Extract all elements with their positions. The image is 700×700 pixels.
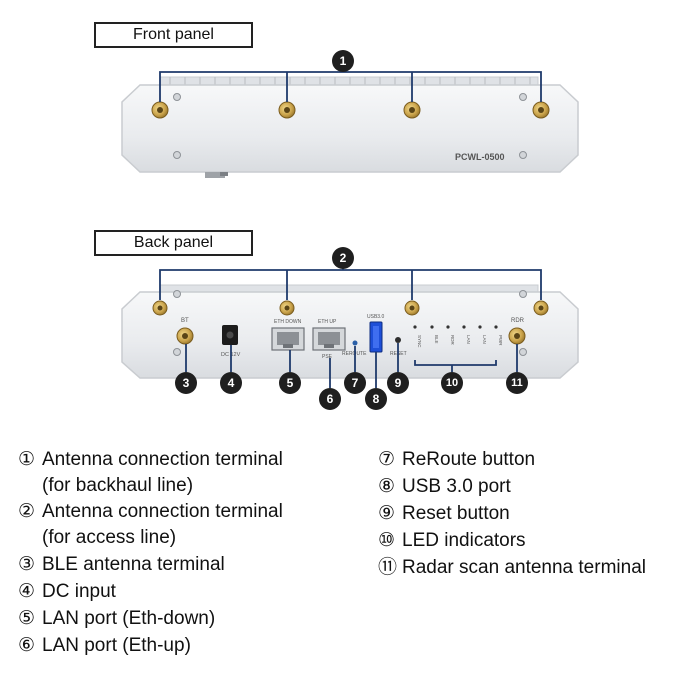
legend-item: (for access line) <box>18 526 176 550</box>
legend-item: ⑧ USB 3.0 port <box>378 475 511 499</box>
legend-item: ② Antenna connection terminal <box>18 500 283 524</box>
legend-item: ④ DC input <box>18 580 116 604</box>
legend-text: LAN port (Eth-down) <box>42 608 216 629</box>
legend-item: ⑤ LAN port (Eth-down) <box>18 607 215 631</box>
usb-port <box>369 321 383 353</box>
eth-up-port <box>312 327 346 351</box>
ble-antenna-connector <box>176 327 194 345</box>
bt-port-label: BT <box>181 318 189 324</box>
legend-text: BLE antenna terminal <box>42 554 225 575</box>
led-label: SYNC <box>417 335 422 348</box>
legend-number: ⑦ <box>378 449 396 470</box>
front-panel-chassis <box>121 76 579 178</box>
callout-5: 5 <box>279 372 301 394</box>
back-panel-label: Back panel <box>94 230 253 256</box>
legend-item: ① Antenna connection terminal <box>18 448 283 472</box>
callout-2: 2 <box>332 247 354 269</box>
legend-text: LAN port (Eth-up) <box>42 635 191 656</box>
legend-item: ⑥ LAN port (Eth-up) <box>18 634 191 658</box>
led-labels: SYNC BLE RDR LAN LAN PWR <box>417 335 503 348</box>
callout-1: 1 <box>332 50 354 72</box>
eth-down-label: ETH DOWN <box>274 319 302 325</box>
legend-number: ⑪ <box>378 557 398 578</box>
legend-item: ⑦ ReRoute button <box>378 448 535 472</box>
legend-text: ReRoute button <box>402 449 536 470</box>
legend-number: ① <box>18 449 36 470</box>
callout-9: 9 <box>387 372 409 394</box>
led-label: BLE <box>434 335 439 344</box>
back-callout-lines <box>159 262 542 388</box>
legend-text: DC input <box>42 581 116 602</box>
reroute-button-dot <box>352 340 358 346</box>
radar-antenna-connector <box>508 327 526 345</box>
legend-text: (for backhaul line) <box>42 475 194 496</box>
legend-number: ④ <box>18 581 36 602</box>
rdr-port-label: RDR <box>511 318 525 324</box>
dc-jack <box>222 325 238 345</box>
back-antenna-connectors <box>152 300 549 316</box>
led-label: LAN <box>482 335 487 344</box>
callout-3: 3 <box>175 372 197 394</box>
usb-label: USB3.0 <box>367 314 384 320</box>
led-indicators <box>413 325 498 329</box>
legend-item: ③ BLE antenna terminal <box>18 553 225 577</box>
legend-number: ③ <box>18 554 36 575</box>
front-panel-label: Front panel <box>94 22 253 48</box>
poe-label: PSE <box>322 354 333 360</box>
callout-7: 7 <box>344 372 366 394</box>
back-panel-chassis <box>121 284 579 379</box>
callout-6: 6 <box>319 388 341 410</box>
legend-item: ⑩ LED indicators <box>378 529 526 553</box>
led-label: LAN <box>466 335 471 344</box>
front-model-label: PCWL-0500 <box>455 152 505 162</box>
legend-text: Antenna connection terminal <box>42 449 283 470</box>
front-antenna-connectors <box>151 101 550 119</box>
callout-10: 10 <box>441 372 463 394</box>
legend-number: ⑨ <box>378 503 396 524</box>
eth-down-port <box>271 327 305 351</box>
legend-item: (for backhaul line) <box>18 474 193 498</box>
legend-text: LED indicators <box>402 530 526 551</box>
legend-text: Radar scan antenna terminal <box>402 557 646 578</box>
legend-number: ⑧ <box>378 476 396 497</box>
callout-4: 4 <box>220 372 242 394</box>
legend-number: ⑩ <box>378 530 396 551</box>
reset-button-dot <box>395 337 401 343</box>
led-label: RDR <box>450 335 455 345</box>
device-illustration: PCWL-0500 <box>121 62 579 388</box>
eth-up-label: ETH UP <box>318 319 337 325</box>
legend-text: Antenna connection terminal <box>42 501 283 522</box>
legend-item: ⑨ Reset button <box>378 502 510 526</box>
legend-number: ② <box>18 501 36 522</box>
legend-text: (for access line) <box>42 527 177 548</box>
legend-text: USB 3.0 port <box>402 476 511 497</box>
legend-number: ⑥ <box>18 635 36 656</box>
legend-text: Reset button <box>402 503 510 524</box>
callout-8: 8 <box>365 388 387 410</box>
legend-number: ⑤ <box>18 608 36 629</box>
callout-11: 11 <box>506 372 528 394</box>
led-label: PWR <box>498 335 503 346</box>
